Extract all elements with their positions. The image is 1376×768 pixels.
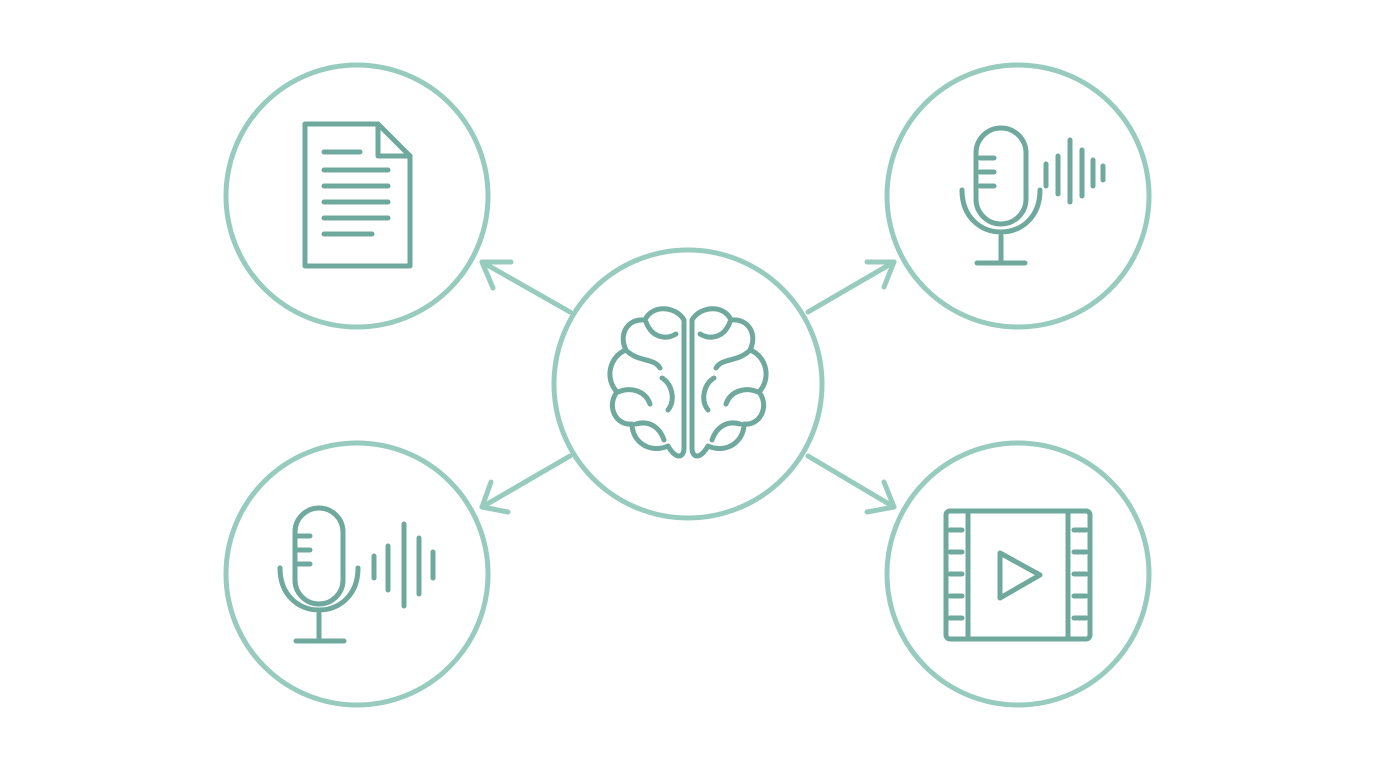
node-video	[884, 440, 1152, 708]
connector-video	[805, 453, 897, 515]
brain-icon	[607, 306, 769, 459]
microphone-soundwave-icon	[959, 125, 1106, 266]
connector-audio-top	[805, 259, 897, 315]
document-ring	[223, 62, 491, 330]
node-document	[223, 62, 491, 330]
audio-bottom-ring	[223, 440, 491, 708]
connector-audio-bottom	[479, 453, 573, 515]
microphone-soundwave-icon	[277, 505, 436, 644]
video-film-play-icon	[943, 508, 1093, 642]
audio-top-ring	[884, 62, 1152, 330]
hub-ring	[551, 247, 825, 521]
node-audio-top	[884, 62, 1152, 330]
video-ring	[884, 440, 1152, 708]
node-audio-bottom	[223, 440, 491, 708]
connector-document	[479, 259, 573, 315]
hub-node	[551, 247, 825, 521]
document-icon	[302, 121, 413, 269]
